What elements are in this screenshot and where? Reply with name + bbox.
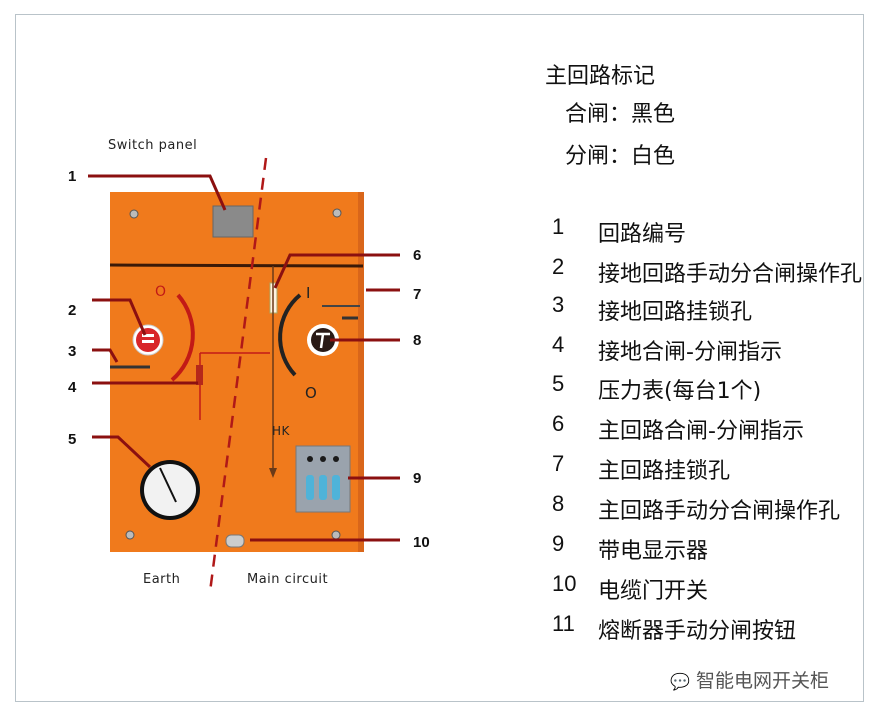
panel-divider (109, 263, 364, 268)
callout-8: 8 (413, 332, 422, 349)
legend-item-number: 3 (552, 292, 565, 317)
main-circuit-label: Main circuit (247, 572, 329, 587)
legend-item-number: 10 (552, 571, 577, 596)
callout-4: 4 (68, 379, 77, 396)
watermark-text: 智能电网开关柜 (695, 670, 829, 692)
earth-rotation-arrow (170, 293, 195, 382)
legend-item-number: 2 (552, 254, 565, 279)
callout-1: 1 (68, 168, 77, 185)
legend-open-state: 分闸：白色 (565, 144, 676, 169)
callout-6: 6 (413, 247, 422, 264)
legend-item-number: 11 (552, 611, 575, 636)
legend-item-text: 电缆门开关 (598, 579, 709, 604)
cable-door-switch (225, 534, 245, 548)
pressure-gauge (140, 460, 200, 520)
callout-7: 7 (413, 286, 422, 303)
hk-label: HK (272, 424, 290, 438)
legend-item-number: 4 (552, 332, 565, 357)
legend-item-text: 接地回路挂锁孔 (598, 300, 753, 325)
legend-item-number: 6 (552, 411, 565, 436)
divider-dashed-line (208, 157, 268, 593)
main-off-symbol: O (305, 384, 317, 402)
earth-operating-hole (132, 324, 164, 356)
callout-2: 2 (68, 302, 77, 319)
legend-item-text: 熔断器手动分闸按钮 (598, 619, 797, 644)
screws (125, 208, 342, 540)
legend-item-number: 8 (552, 491, 565, 516)
legend-item-number: 7 (552, 451, 565, 476)
legend-item-number: 5 (552, 371, 565, 396)
legend-item-text: 主回路挂锁孔 (598, 459, 731, 484)
earth-off-symbol: O (155, 284, 166, 300)
legend-item-number: 1 (552, 214, 565, 239)
main-on-symbol: I (306, 284, 310, 302)
watermark: 💬 智能电网开关柜 (670, 666, 829, 693)
main-padlock-hasp (322, 305, 360, 320)
callout-9: 9 (413, 470, 422, 487)
legend-item-text: 接地合闸-分闸指示 (598, 340, 782, 365)
legend-item-text: 回路编号 (598, 222, 687, 247)
main-operating-hole (307, 324, 339, 356)
switch-panel-title: Switch panel (108, 138, 198, 153)
legend-item-text: 带电显示器 (598, 539, 709, 564)
earth-label: Earth (143, 572, 181, 587)
callout-3: 3 (68, 343, 77, 360)
wechat-icon: 💬 (670, 672, 690, 691)
legend-close-state: 合闸：黑色 (565, 102, 676, 127)
callout-5: 5 (68, 431, 77, 448)
legend-item-text: 接地回路手动分合闸操作孔 (598, 262, 863, 287)
live-voltage-display (295, 445, 351, 513)
legend-item-number: 9 (552, 531, 565, 556)
legend-item-text: 压力表(每台1个) (598, 379, 762, 404)
main-rotation-arrow (278, 293, 302, 377)
earth-indicator (196, 352, 270, 420)
legend-title: 主回路标记 (545, 64, 656, 89)
callout-10: 10 (413, 534, 430, 551)
panel-right-edge (358, 192, 364, 552)
legend-item-text: 主回路手动分合闸操作孔 (598, 499, 841, 524)
leader-lines (88, 174, 400, 542)
hk-arrowhead (269, 468, 277, 478)
circuit-number-window (212, 205, 254, 238)
legend-item-text: 主回路合闸-分闸指示 (598, 419, 804, 444)
